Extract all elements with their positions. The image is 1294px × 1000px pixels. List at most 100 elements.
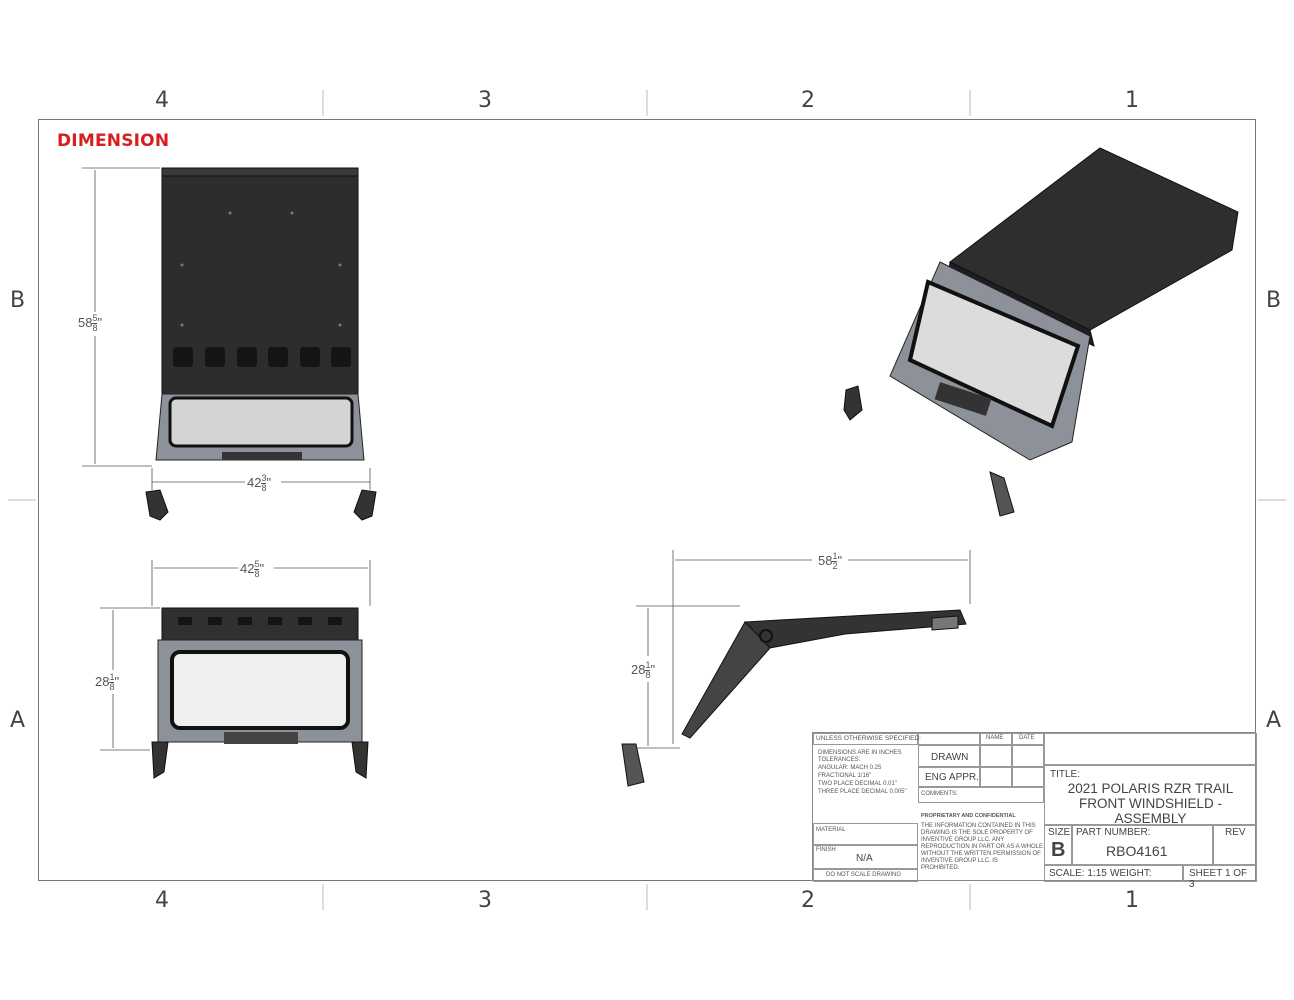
tb-date-header: DATE — [1019, 735, 1035, 741]
dim-side-height-num: 1 — [645, 660, 651, 670]
tb-cell-logo — [1044, 733, 1257, 765]
tb-cell-finish — [813, 845, 918, 869]
tb-prop-6: PROHIBITED. — [921, 865, 960, 871]
tb-tol-1: TOLERANCES: — [818, 757, 861, 763]
tb-cell-drawn-name — [980, 745, 1012, 767]
dim-side-height-den: 8 — [645, 670, 651, 680]
tb-proprietary-title: PROPRIETARY AND CONFIDENTIAL — [921, 813, 1016, 819]
zone-col-3-top: 3 — [478, 88, 492, 113]
tb-title-line-1: FRONT WINDSHIELD - — [1078, 796, 1222, 811]
dim-top-height-den: 8 — [92, 323, 98, 333]
tb-tol-3: FRACTIONAL 1/16" — [818, 773, 872, 779]
dim-top-width-whole: 42 — [247, 474, 262, 490]
tb-cell-drawn-date — [1012, 745, 1044, 767]
dim-top-height-unit: " — [97, 314, 103, 330]
drawing-border — [38, 119, 1256, 881]
side-view — [621, 609, 967, 787]
tb-part-label: PART NUMBER: — [1076, 827, 1151, 838]
tb-prop-0: THE INFORMATION CONTAINED IN THIS — [921, 823, 1036, 829]
dim-top-width-unit: " — [266, 474, 272, 490]
zone-col-1-top: 1 — [1125, 88, 1139, 113]
tb-scale: SCALE: 1:15 — [1049, 868, 1107, 879]
dim-front-height-den: 8 — [109, 682, 115, 692]
tb-prop-5: INVENTIVE GROUP LLC. IS — [921, 858, 998, 864]
dim-side-length-den: 2 — [832, 561, 838, 571]
dim-side-length-num: 1 — [832, 551, 838, 561]
title-block: UNLESS OTHERWISE SPECIFIED: NAME DATE DI… — [812, 732, 1257, 890]
dim-top-width-den: 8 — [261, 483, 267, 493]
tb-cell-size — [1044, 825, 1072, 865]
tb-drawn-label: DRAWN — [931, 752, 969, 763]
tb-cell-date — [1012, 733, 1044, 745]
sheet-heading: DIMENSION — [57, 131, 170, 151]
tb-name-header: NAME — [986, 735, 1004, 741]
tb-cell-title — [1044, 765, 1257, 825]
zone-col-2-bottom: 2 — [801, 888, 815, 913]
tb-size-label: SIZE — [1048, 827, 1071, 838]
zone-col-1-bottom: 1 — [1125, 888, 1139, 913]
tb-cell-unless — [813, 733, 918, 745]
tb-cell-eng-name — [980, 767, 1012, 787]
zone-row-b-right: B — [1266, 288, 1282, 313]
tb-tol-2: ANGULAR: MACH 0.25 — [818, 765, 882, 771]
zone-row-a-right: A — [1266, 708, 1282, 733]
tb-cell-blank1 — [918, 733, 980, 745]
tb-eng-label: ENG APPR. — [925, 772, 979, 783]
tb-prop-3: REPRODUCTION IN PART OR AS A WHOLE — [921, 844, 1044, 850]
tb-cell-eng-date — [1012, 767, 1044, 787]
tb-part-number: RBO4161 — [1106, 843, 1168, 859]
tb-sheet: SHEET 1 OF 3 — [1189, 868, 1248, 890]
dim-front-width-unit: " — [259, 560, 265, 576]
dim-top-width-num: 3 — [261, 473, 267, 483]
tb-cell-rev — [1213, 825, 1257, 865]
dim-side-length-whole: 58 — [818, 552, 833, 568]
tb-cell-partno — [1072, 825, 1213, 865]
tb-title-label: TITLE: — [1050, 769, 1081, 780]
tb-title-line-0: 2021 POLARIS RZR TRAIL — [1067, 781, 1234, 796]
dim-top-height-num: 5 — [92, 313, 98, 323]
tb-weight: WEIGHT: — [1110, 868, 1152, 879]
tb-cell-sheet — [1183, 865, 1257, 882]
dim-side-length-unit: " — [837, 552, 843, 568]
dim-front-width-num: 5 — [254, 559, 260, 569]
tb-finish-value: N/A — [856, 853, 873, 864]
tb-title-line-2: ASSEMBLY — [1114, 811, 1187, 826]
tb-cell-drawn — [918, 745, 980, 767]
tb-unless-text: UNLESS OTHERWISE SPECIFIED: — [816, 735, 921, 742]
tb-cell-material — [813, 823, 918, 845]
tb-comments-label: COMMENTS: — [921, 791, 958, 797]
zone-col-4-top: 4 — [155, 88, 169, 113]
tb-cell-noscale — [813, 869, 918, 882]
zone-col-4-bottom: 4 — [155, 888, 169, 913]
dim-front-width-whole: 42 — [240, 560, 255, 576]
tb-cell-name — [980, 733, 1012, 745]
tb-prop-4: WITHOUT THE WRITTEN PERMISSION OF — [921, 851, 1041, 857]
tb-rev-label: REV — [1225, 827, 1246, 838]
tb-tol-4: TWO PLACE DECIMAL 0.01" — [818, 781, 897, 787]
tb-tol-5: THREE PLACE DECIMAL 0.005" — [818, 789, 907, 795]
tb-noscale: DO NOT SCALE DRAWING — [826, 872, 902, 878]
tb-cell-comments — [918, 787, 1044, 803]
tb-cell-scale — [1044, 865, 1183, 882]
isometric-view — [843, 147, 1239, 517]
top-view — [145, 167, 377, 521]
zone-col-3-bottom: 3 — [478, 888, 492, 913]
dim-front-height-unit: " — [114, 673, 120, 689]
dim-side-height-unit: " — [650, 661, 656, 677]
front-view — [151, 607, 369, 779]
dim-front-height-num: 1 — [109, 672, 115, 682]
dim-top-height-whole: 58 — [78, 314, 93, 330]
dim-front-width-den: 8 — [254, 569, 260, 579]
tb-size-value: B — [1051, 839, 1066, 861]
tb-finish-label: FINISH — [816, 847, 836, 853]
